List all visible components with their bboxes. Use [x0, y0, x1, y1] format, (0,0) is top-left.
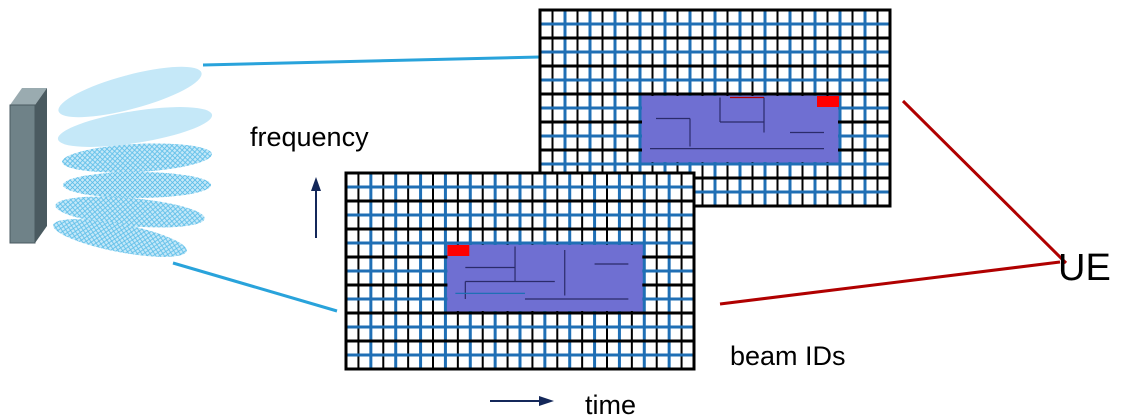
- beam-id-marker: [447, 245, 470, 256]
- beam-lobes: [53, 66, 213, 257]
- time-label: time: [585, 390, 636, 419]
- ue-link-bottom: [719, 260, 1061, 306]
- beam-id-marker: [817, 96, 839, 107]
- beam-lobe: [55, 196, 205, 228]
- beam-link-top: [202, 55, 541, 67]
- beam-lobe: [57, 107, 213, 147]
- arrow-up-icon: [311, 177, 321, 238]
- beam-lobe: [62, 143, 212, 173]
- beam-lobe: [53, 219, 187, 257]
- ue-link-top: [901, 99, 1068, 265]
- grid-border: [538, 8, 892, 208]
- arrow-right-icon: [490, 396, 554, 406]
- beam-link-bottom: [172, 261, 338, 313]
- ue-label: UE: [1058, 247, 1111, 289]
- frequency-label: frequency: [250, 122, 369, 152]
- grid-border: [344, 171, 696, 371]
- beam-allocation-fill: [642, 96, 838, 162]
- beam-ids-label: beam IDs: [730, 341, 846, 371]
- antenna-panel-icon: [9, 88, 47, 244]
- resource-grid-front: [344, 171, 696, 371]
- beam-allocation-fill: [447, 245, 643, 311]
- beam-lobe: [58, 66, 202, 118]
- beam-lobe: [63, 172, 211, 198]
